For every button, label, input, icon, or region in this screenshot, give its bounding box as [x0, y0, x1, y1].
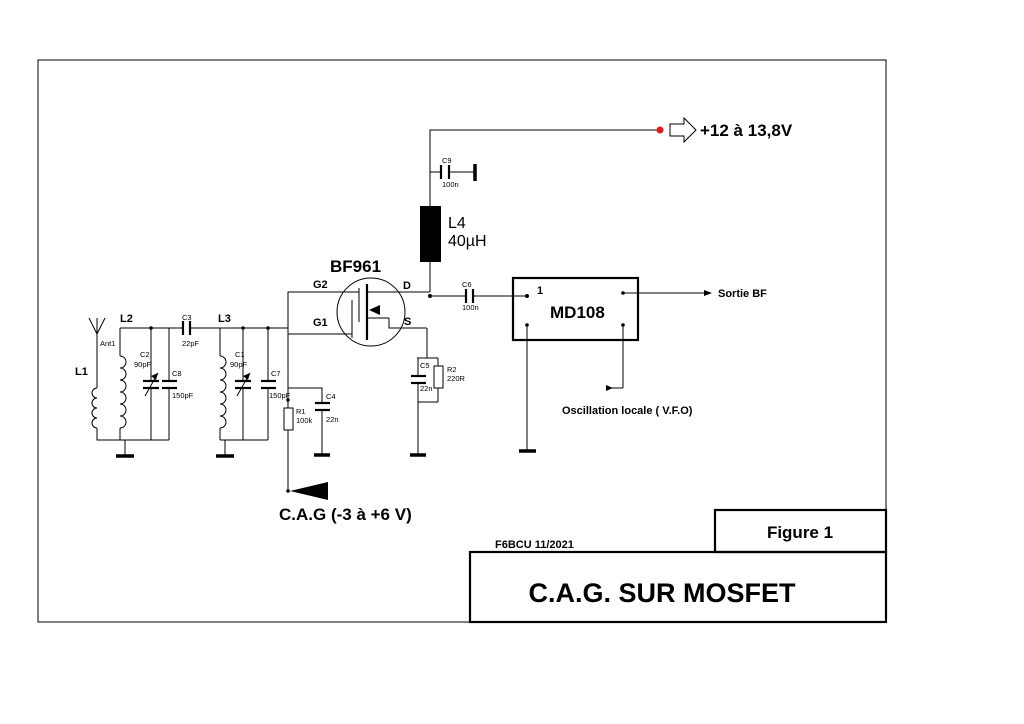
svg-text:C6: C6 [462, 280, 472, 289]
svg-text:L4: L4 [448, 215, 466, 232]
supply-label: +12 à 13,8V [700, 121, 793, 140]
svg-text:100k: 100k [296, 416, 313, 425]
svg-text:R1: R1 [296, 407, 306, 416]
mosfet-bf961: BF961 G2 G1 D S [287, 257, 430, 347]
antenna-l1: Ant1 L1 [75, 317, 120, 441]
title-box [468, 550, 888, 624]
svg-text:C5: C5 [420, 361, 430, 370]
svg-text:150pF: 150pF [172, 391, 194, 400]
capacitor-c9: C9 100n [430, 156, 477, 189]
tank-l2: L2 C2 90pF C8 150pF [116, 313, 194, 458]
agc-label: C.A.G (-3 à +6 V) [279, 505, 412, 524]
svg-text:L3: L3 [218, 313, 231, 325]
tank-l3: L3 C1 90pF C7 150pF [216, 313, 291, 458]
svg-text:C8: C8 [172, 369, 182, 378]
svg-text:22pF: 22pF [182, 339, 200, 348]
vfo-arrow-icon [606, 385, 613, 391]
svg-text:40µH: 40µH [448, 233, 487, 250]
svg-text:C9: C9 [442, 156, 452, 165]
svg-text:C3: C3 [182, 313, 192, 322]
svg-text:90pF: 90pF [134, 360, 152, 369]
sortie-label: Sortie BF [718, 288, 767, 300]
svg-text:D: D [403, 280, 411, 292]
svg-text:R2: R2 [447, 365, 457, 374]
svg-text:Ant1: Ant1 [100, 339, 115, 348]
drawing-title: C.A.G. SUR MOSFET [528, 578, 796, 608]
svg-text:150pF: 150pF [269, 391, 291, 400]
power-supply: +12 à 13,8V [429, 116, 793, 292]
agc-network: R1 100k C4 22n C.A.G (-3 à +6 V) [279, 326, 412, 524]
svg-text:C7: C7 [271, 369, 281, 378]
svg-text:100n: 100n [442, 180, 459, 189]
vfo-label: Oscillation locale ( V.F.O) [562, 405, 693, 417]
capacitor-c3: C3 22pF [181, 313, 288, 348]
svg-text:22n: 22n [420, 384, 433, 393]
svg-text:1: 1 [537, 285, 543, 297]
drawing-frame [37, 59, 887, 623]
svg-text:90pF: 90pF [230, 360, 248, 369]
svg-text:S: S [404, 316, 411, 328]
capacitor-c6: C6 100n [428, 280, 529, 312]
svg-text:G1: G1 [313, 317, 328, 329]
agc-arrow-icon [290, 482, 328, 500]
author-label: F6BCU 11/2021 [495, 539, 574, 551]
svg-text:C4: C4 [326, 392, 336, 401]
source-network: C5 22n R2 220R [410, 328, 466, 457]
supply-dot [656, 126, 664, 134]
svg-text:G2: G2 [313, 279, 328, 291]
svg-text:220R: 220R [447, 374, 466, 383]
mixer-name: MD108 [550, 303, 605, 322]
sortie-arrow-icon [704, 290, 712, 296]
svg-text:L1: L1 [75, 366, 88, 378]
svg-text:L2: L2 [120, 313, 133, 325]
inductor-l4: L4 40µH [420, 206, 487, 262]
figure-label: Figure 1 [767, 523, 833, 542]
svg-text:100n: 100n [462, 303, 479, 312]
supply-arrow-icon [669, 116, 697, 144]
svg-text:C1: C1 [235, 350, 245, 359]
svg-text:C2: C2 [140, 350, 150, 359]
mosfet-name: BF961 [330, 257, 381, 276]
mixer-md108: 1 MD108 Sortie BF Oscillation locale ( V… [511, 276, 767, 453]
svg-text:22n: 22n [326, 415, 339, 424]
